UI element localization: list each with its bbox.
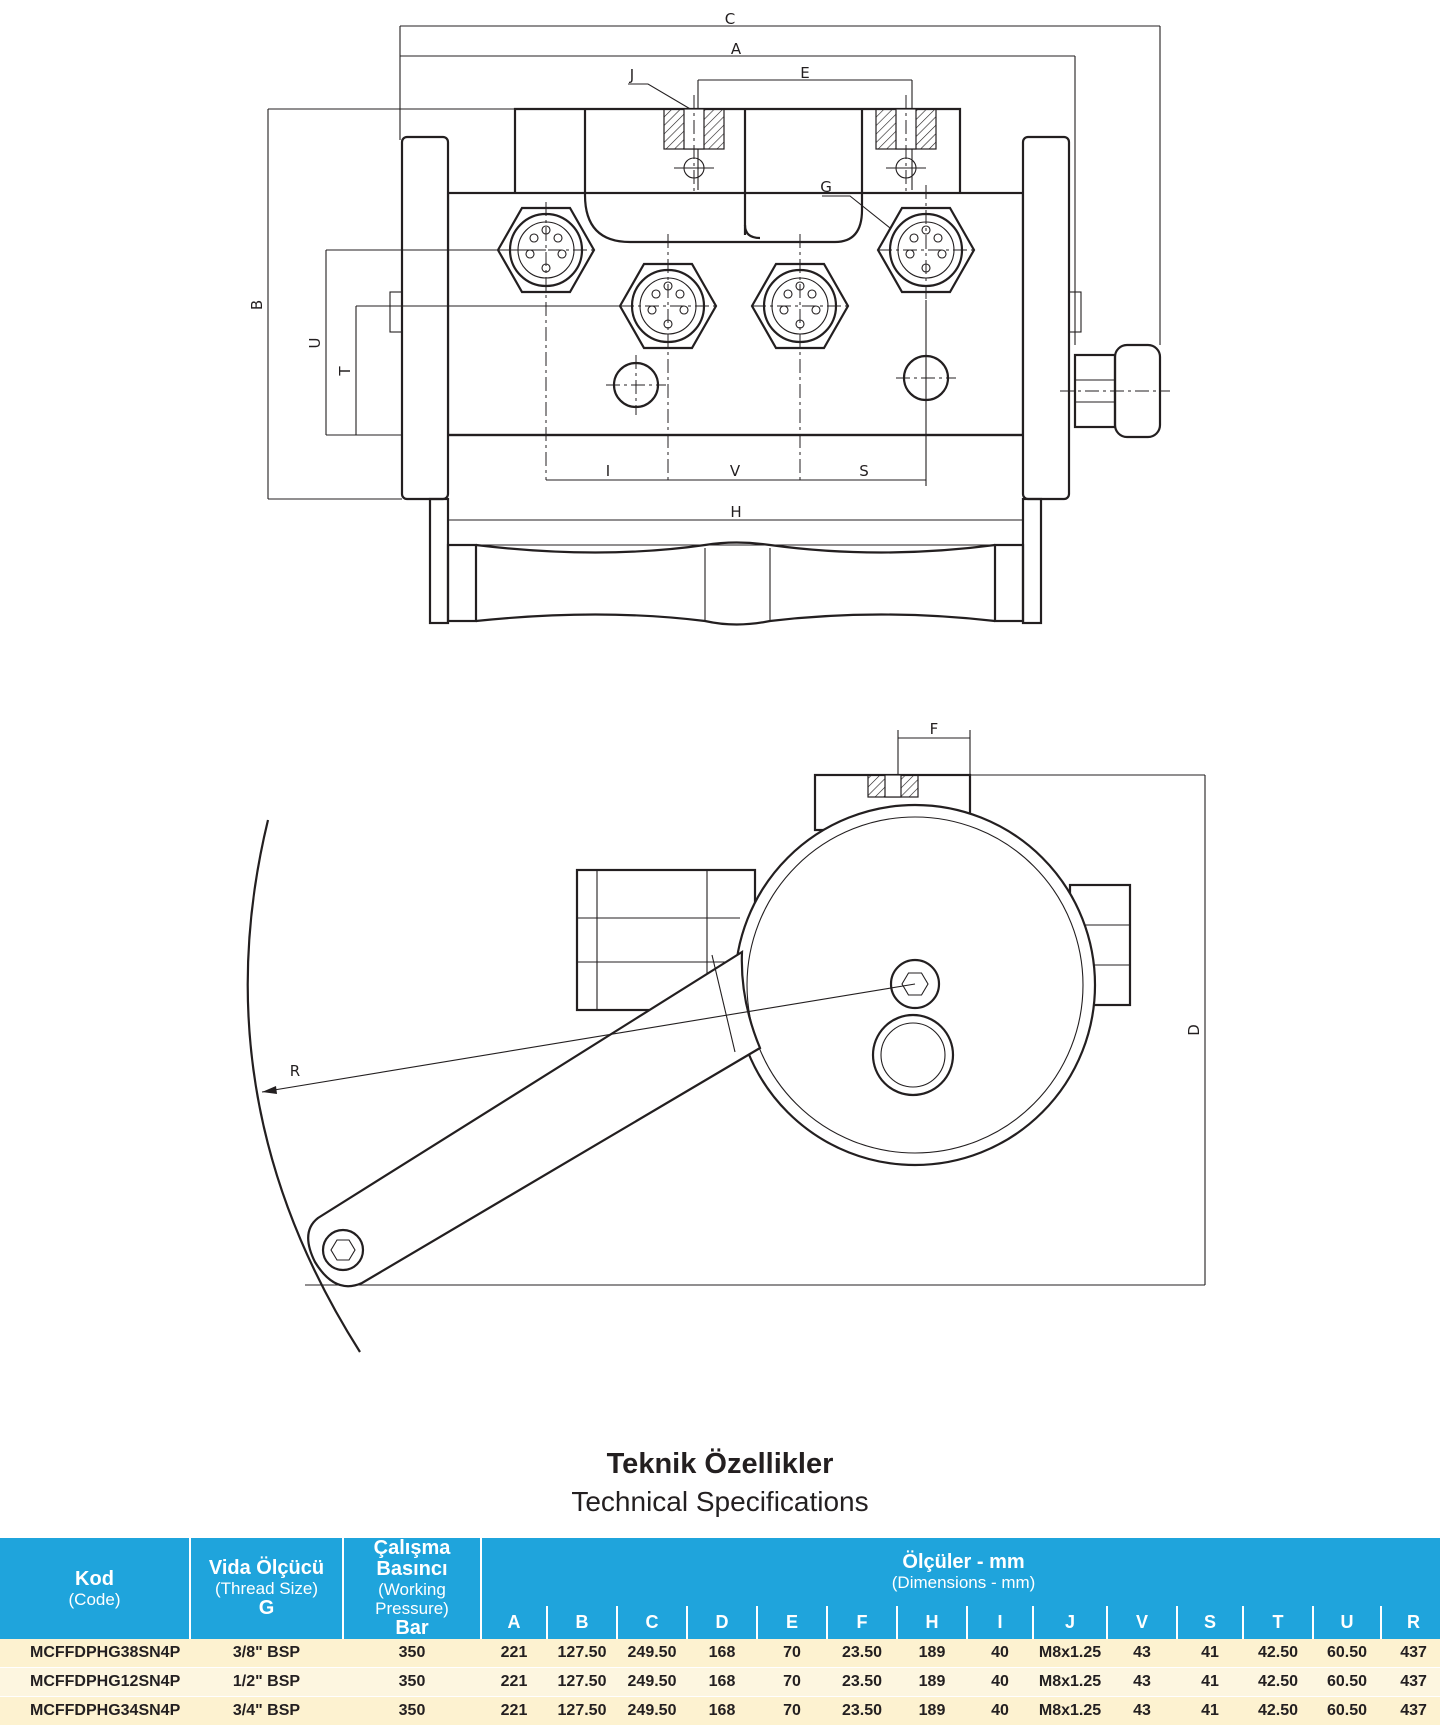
top-view: C A E J <box>248 10 1170 626</box>
dim-col-f: F <box>827 1606 898 1639</box>
dim-col-h: H <box>897 1606 968 1639</box>
cell-c: 249.50 <box>617 1667 687 1697</box>
cell-t: 42.50 <box>1243 1639 1313 1668</box>
cell-thread: 3/4" BSP <box>190 1696 343 1726</box>
dim-col-d: D <box>687 1606 758 1639</box>
cell-u: 60.50 <box>1313 1667 1381 1697</box>
dim-label-b: B <box>248 300 266 310</box>
cell-s: 41 <box>1177 1639 1243 1668</box>
dim-col-v: V <box>1107 1606 1178 1639</box>
cell-code: MCFFDPHG34SN4P <box>0 1696 190 1726</box>
cell-h: 189 <box>897 1696 967 1726</box>
cell-b: 127.50 <box>547 1639 617 1668</box>
dim-label-u: U <box>306 338 324 349</box>
cell-d: 168 <box>687 1639 757 1668</box>
cell-i: 40 <box>967 1696 1033 1726</box>
dim-col-i: I <box>967 1606 1034 1639</box>
cell-h: 189 <box>897 1639 967 1668</box>
dim-label-g: G <box>820 178 832 196</box>
dim-label-a: A <box>731 40 742 58</box>
cell-u: 60.50 <box>1313 1696 1381 1726</box>
cell-code: MCFFDPHG12SN4P <box>0 1667 190 1697</box>
cell-r: 437 <box>1381 1639 1440 1668</box>
spec-title-en: Technical Specifications <box>571 1486 869 1517</box>
cell-pressure: 350 <box>343 1639 481 1668</box>
dim-col-r: R <box>1381 1606 1440 1639</box>
dim-col-a: A <box>481 1606 548 1639</box>
cell-h: 189 <box>897 1667 967 1697</box>
side-view: F D R <box>246 720 1206 1353</box>
cell-v: 43 <box>1107 1696 1177 1726</box>
technical-drawing: C A E J <box>246 10 1206 1353</box>
cell-b: 127.50 <box>547 1667 617 1697</box>
cell-j: M8x1.25 <box>1033 1696 1107 1726</box>
cell-d: 168 <box>687 1667 757 1697</box>
header-thread: Vida Ölçücü (Thread Size) G <box>190 1538 344 1639</box>
cell-r: 437 <box>1381 1667 1440 1697</box>
cell-s: 41 <box>1177 1667 1243 1697</box>
cell-f: 23.50 <box>827 1667 897 1697</box>
port-1 <box>496 202 596 480</box>
cell-code: MCFFDPHG38SN4P <box>0 1639 190 1668</box>
cell-t: 42.50 <box>1243 1696 1313 1726</box>
header-code: Kod (Code) <box>0 1538 191 1639</box>
cell-c: 249.50 <box>617 1639 687 1668</box>
cell-pressure: 350 <box>343 1696 481 1726</box>
port-2 <box>618 234 718 480</box>
cell-c: 249.50 <box>617 1696 687 1726</box>
dim-label-d: D <box>1185 1024 1203 1036</box>
dim-label-i: I <box>606 462 610 480</box>
dim-label-r: R <box>290 1062 300 1080</box>
dim-label-e: E <box>800 64 809 82</box>
cell-pressure: 350 <box>343 1667 481 1697</box>
dim-label-c: C <box>725 10 735 28</box>
dim-label-f: F <box>930 720 939 738</box>
dim-label-v: V <box>730 462 741 480</box>
dim-label-s: S <box>859 462 869 480</box>
cell-a: 221 <box>481 1639 547 1668</box>
cell-thread: 3/8" BSP <box>190 1639 343 1668</box>
cell-t: 42.50 <box>1243 1667 1313 1697</box>
dim-col-e: E <box>757 1606 828 1639</box>
cell-a: 221 <box>481 1667 547 1697</box>
header-pressure: Çalışma Basıncı (Working Pressure) Bar <box>343 1538 482 1639</box>
cell-s: 41 <box>1177 1696 1243 1726</box>
cell-i: 40 <box>967 1667 1033 1697</box>
cell-e: 70 <box>757 1667 827 1697</box>
cell-v: 43 <box>1107 1639 1177 1668</box>
dim-col-c: C <box>617 1606 688 1639</box>
dim-col-b: B <box>547 1606 618 1639</box>
dim-col-t: T <box>1243 1606 1314 1639</box>
dim-col-s: S <box>1177 1606 1244 1639</box>
dim-label-j: J <box>629 66 634 84</box>
dim-label-t: T <box>336 366 354 377</box>
table-row: MCFFDPHG38SN4P 3/8" BSP 350 221 127.50 2… <box>0 1639 1440 1668</box>
cell-v: 43 <box>1107 1667 1177 1697</box>
cell-i: 40 <box>967 1639 1033 1668</box>
port-3 <box>750 234 850 480</box>
spec-title-tr: Teknik Özellikler <box>606 1448 834 1480</box>
cell-e: 70 <box>757 1696 827 1726</box>
cell-r: 437 <box>1381 1696 1440 1726</box>
cell-b: 127.50 <box>547 1696 617 1726</box>
cell-f: 23.50 <box>827 1696 897 1726</box>
header-dimensions: Ölçüler - mm (Dimensions - mm) <box>481 1538 1440 1607</box>
cell-d: 168 <box>687 1696 757 1726</box>
dim-label-h: H <box>730 503 741 521</box>
cell-e: 70 <box>757 1639 827 1668</box>
table-row: MCFFDPHG34SN4P 3/4" BSP 350 221 127.50 2… <box>0 1696 1440 1726</box>
cell-a: 221 <box>481 1696 547 1726</box>
table-row: MCFFDPHG12SN4P 1/2" BSP 350 221 127.50 2… <box>0 1667 1440 1697</box>
cell-u: 60.50 <box>1313 1639 1381 1668</box>
spec-table: Kod (Code) Vida Ölçücü (Thread Size) G Ç… <box>0 1538 1440 1726</box>
dim-col-j: J <box>1033 1606 1108 1639</box>
cell-j: M8x1.25 <box>1033 1639 1107 1668</box>
cell-f: 23.50 <box>827 1639 897 1668</box>
dim-col-u: U <box>1313 1606 1382 1639</box>
cell-j: M8x1.25 <box>1033 1667 1107 1697</box>
cell-thread: 1/2" BSP <box>190 1667 343 1697</box>
